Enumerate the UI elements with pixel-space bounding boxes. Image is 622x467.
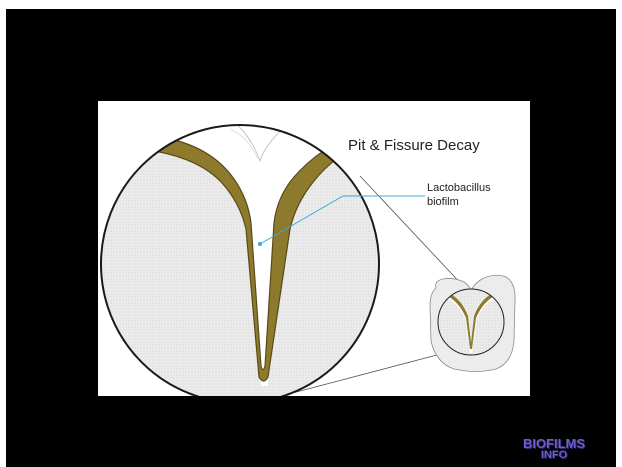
figure-title: Pit & Fissure Decay <box>348 137 480 154</box>
slide-background: Pit & Fissure Decay Lactobacillus biofil… <box>6 9 616 467</box>
figure-panel: Pit & Fissure Decay Lactobacillus biofil… <box>98 101 530 396</box>
biofilms-logo: BIOFILMS INFO <box>504 437 604 462</box>
logo-line-2: INFO <box>504 449 604 462</box>
magnified-fissure-circle <box>101 101 379 396</box>
biofilm-callout-label: Lactobacillus biofilm <box>427 181 517 209</box>
small-magnifier-circle <box>438 289 504 355</box>
